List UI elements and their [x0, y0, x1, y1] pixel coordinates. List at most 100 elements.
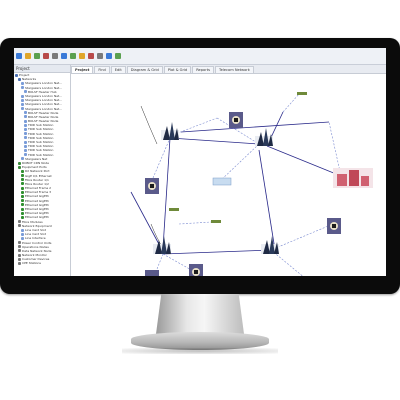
tree-node-icon: [24, 140, 27, 144]
link: [169, 137, 260, 145]
tree-item[interactable]: Ethernet GigEth: [14, 211, 70, 215]
print-icon[interactable]: [97, 53, 103, 59]
tab-reports[interactable]: Reports: [192, 66, 215, 73]
tree-item[interactable]: Data Network Node: [14, 249, 70, 253]
tree-item[interactable]: Stargazers London Net...: [14, 98, 70, 102]
tree-item[interactable]: RX Network Port: [14, 169, 70, 173]
tree-item[interactable]: Ethernet Frame 2: [14, 186, 70, 190]
tree-item[interactable]: Power Control Units: [14, 241, 70, 245]
tab-find[interactable]: Find: [94, 66, 110, 73]
building-node: [333, 168, 373, 188]
tree-item[interactable]: Line Interface: [14, 236, 70, 240]
tree-item[interactable]: TRID Sub Station: [14, 148, 70, 152]
tree-item[interactable]: Stargazers London Net...: [14, 86, 70, 90]
link: [130, 191, 162, 249]
tree-item-label: Line Card Slot: [25, 232, 46, 237]
tree-node-icon: [15, 73, 18, 77]
tree-item[interactable]: TRID Sub Station: [14, 153, 70, 157]
tree-item[interactable]: Fibre Modules: [14, 220, 70, 224]
open-icon[interactable]: [25, 53, 31, 59]
redo-icon[interactable]: [43, 53, 49, 59]
tab-telecom-network[interactable]: Telecom Network: [215, 66, 254, 73]
link: [216, 117, 260, 145]
tree-item[interactable]: Project: [14, 73, 70, 77]
undo-icon[interactable]: [34, 53, 40, 59]
tree-item[interactable]: BOLSF Header Node: [14, 115, 70, 119]
tree-item-label: ROBOT CDN Node: [22, 160, 50, 165]
tree-item[interactable]: Network Monitor: [14, 253, 70, 257]
tree-node-icon: [24, 90, 27, 94]
tree-item[interactable]: Stargazers London Net...: [14, 94, 70, 98]
tree-item[interactable]: Ethernet GigEth: [14, 194, 70, 198]
refresh-icon[interactable]: [115, 53, 121, 59]
tree-item[interactable]: TRID Sub Station: [14, 144, 70, 148]
tree-item[interactable]: CPE Stations: [14, 261, 70, 265]
tree-item[interactable]: TRID Sub Station: [14, 140, 70, 144]
link: [162, 137, 171, 249]
tree-item[interactable]: Ethernet GigEth: [14, 207, 70, 211]
tree-item-label: Line Interface: [25, 236, 46, 241]
tree-item[interactable]: Fibre Router 1/2: [14, 182, 70, 186]
tab-edit[interactable]: Edit: [110, 66, 126, 73]
tree-item[interactable]: Customer Devices: [14, 257, 70, 261]
cloud-node: [161, 122, 179, 140]
tree-item[interactable]: Stargazers London Net...: [14, 81, 70, 85]
tree-item-label: Fibre Router 1/2: [25, 181, 49, 186]
tree-item-label: Stargazers London Net...: [25, 93, 63, 98]
tab-project[interactable]: Project: [71, 66, 94, 73]
tree-node-icon: [21, 86, 24, 90]
export-icon[interactable]: [106, 53, 112, 59]
tree-item[interactable]: TRID Sub Station: [14, 127, 70, 131]
tree-item-label: Operations Nodes: [22, 244, 49, 249]
tree-item[interactable]: BOLSF Header Node: [14, 119, 70, 123]
tree-item[interactable]: Ethernet GigEth: [14, 215, 70, 219]
link-label-tag: [211, 220, 221, 223]
zoom-icon[interactable]: [52, 53, 58, 59]
tree-node-icon: [24, 153, 27, 157]
connect-icon[interactable]: [70, 53, 76, 59]
tab-plot-grid[interactable]: Plot & Grid: [163, 66, 192, 73]
toolbar: [14, 48, 386, 65]
tab-diagram-grid[interactable]: Diagram & Grid: [126, 66, 163, 73]
tree-node-icon: [21, 178, 24, 182]
tree-item[interactable]: Ethernet GigEth: [14, 199, 70, 203]
delete-icon[interactable]: [88, 53, 94, 59]
tree-item[interactable]: Stargazers Net: [14, 157, 70, 161]
tree-item-label: CPE Stations: [22, 261, 41, 266]
layout-icon[interactable]: [79, 53, 85, 59]
tree-item-label: TRID Sub Station: [28, 131, 54, 136]
tree-item[interactable]: BOLSF Header Hub: [14, 90, 70, 94]
tree-node-icon: [21, 232, 24, 236]
tree-item[interactable]: TRID Sub Station: [14, 123, 70, 127]
tree-item[interactable]: TRID Sub Station: [14, 136, 70, 140]
tree-item[interactable]: BOLSF Header Node: [14, 111, 70, 115]
tree-item[interactable]: Ethernet GigEth: [14, 203, 70, 207]
link: [152, 137, 171, 179]
tree-item-label: BOLSF Header Node: [28, 110, 59, 115]
tree-item[interactable]: Line Card Slot: [14, 232, 70, 236]
tree-item[interactable]: Ethernet Frame 3: [14, 190, 70, 194]
tree-item[interactable]: Line Card Slot: [14, 228, 70, 232]
tree-item-label: Stargazers London Net...: [25, 98, 63, 103]
network-diagram-canvas[interactable]: [71, 74, 386, 276]
tree-item[interactable]: Network Equipment: [14, 224, 70, 228]
tree-node-icon: [21, 157, 24, 161]
tree-item[interactable]: Stargazers London Net...: [14, 107, 70, 111]
tree-item[interactable]: Operations Nodes: [14, 245, 70, 249]
tree-item[interactable]: Equipment Ports: [14, 165, 70, 169]
tree-item[interactable]: Fibre Router 1/1: [14, 178, 70, 182]
tree-node-icon: [21, 182, 24, 186]
tree-item[interactable]: TRID Sub Station: [14, 132, 70, 136]
save-icon[interactable]: [16, 53, 22, 59]
tree-item[interactable]: Networks: [14, 77, 70, 81]
tree-item[interactable]: ROBOT CDN Node: [14, 161, 70, 165]
tree-item[interactable]: GigE 0/1 Ethernet: [14, 174, 70, 178]
link: [270, 223, 334, 251]
grid-icon[interactable]: [61, 53, 67, 59]
tree-item-label: RX Network Port: [25, 169, 50, 174]
tree-node-icon: [18, 262, 21, 266]
tree-node-icon: [21, 94, 24, 98]
tree-item[interactable]: Stargazers London Net...: [14, 102, 70, 106]
